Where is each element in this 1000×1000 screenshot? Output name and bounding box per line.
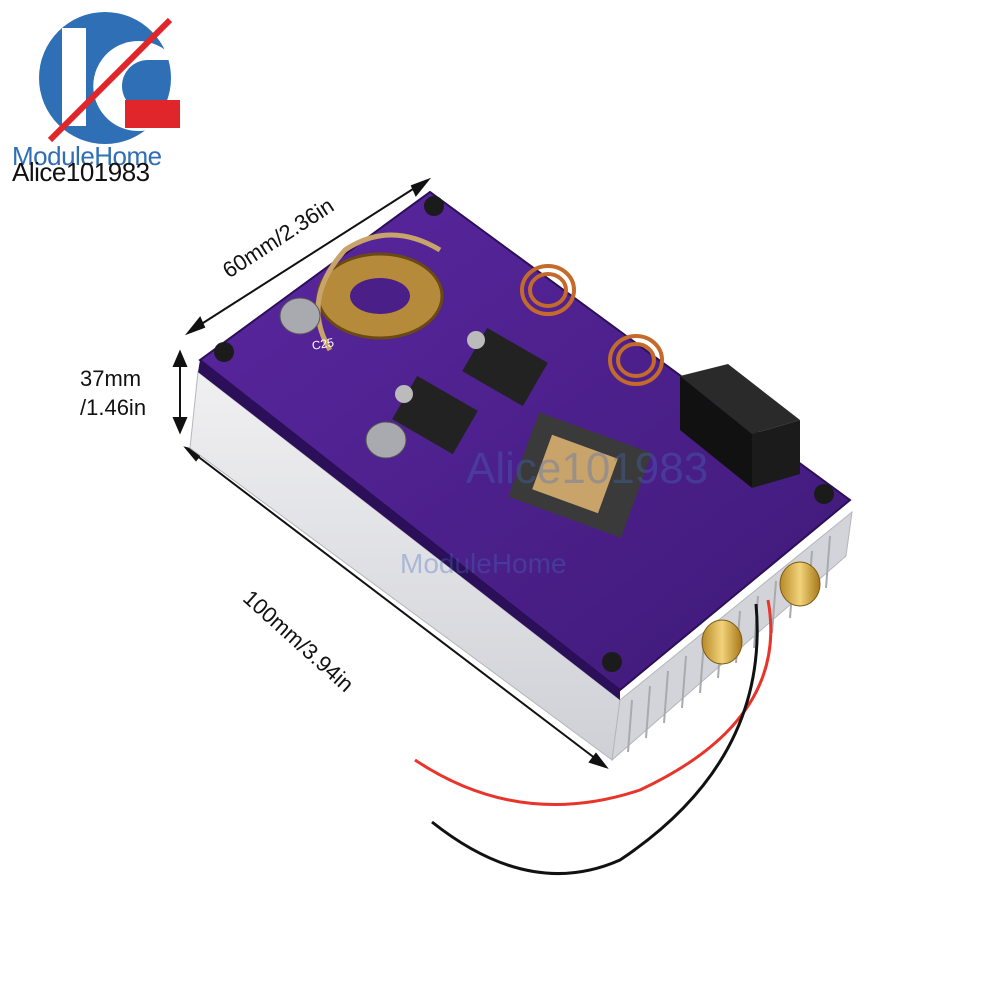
sma-connectors xyxy=(701,561,821,665)
capacitors xyxy=(279,297,407,459)
height-dimension-label-in: /1.46in xyxy=(80,395,147,420)
height-dimension-label-mm: 37mm xyxy=(80,366,142,391)
brand-name: ModuleHome xyxy=(12,141,162,171)
transformer xyxy=(508,412,652,538)
brand-logo xyxy=(39,12,180,144)
mosfets xyxy=(392,327,548,455)
relay xyxy=(680,364,800,488)
watermark-user: Alice101983 xyxy=(12,157,150,187)
watermark-center-user: Alice101983 xyxy=(466,444,709,493)
dimension-arrows xyxy=(172,177,609,769)
watermark-center-brand: ModuleHome xyxy=(400,548,567,579)
air-coils xyxy=(520,264,664,386)
power-wires xyxy=(414,599,773,876)
